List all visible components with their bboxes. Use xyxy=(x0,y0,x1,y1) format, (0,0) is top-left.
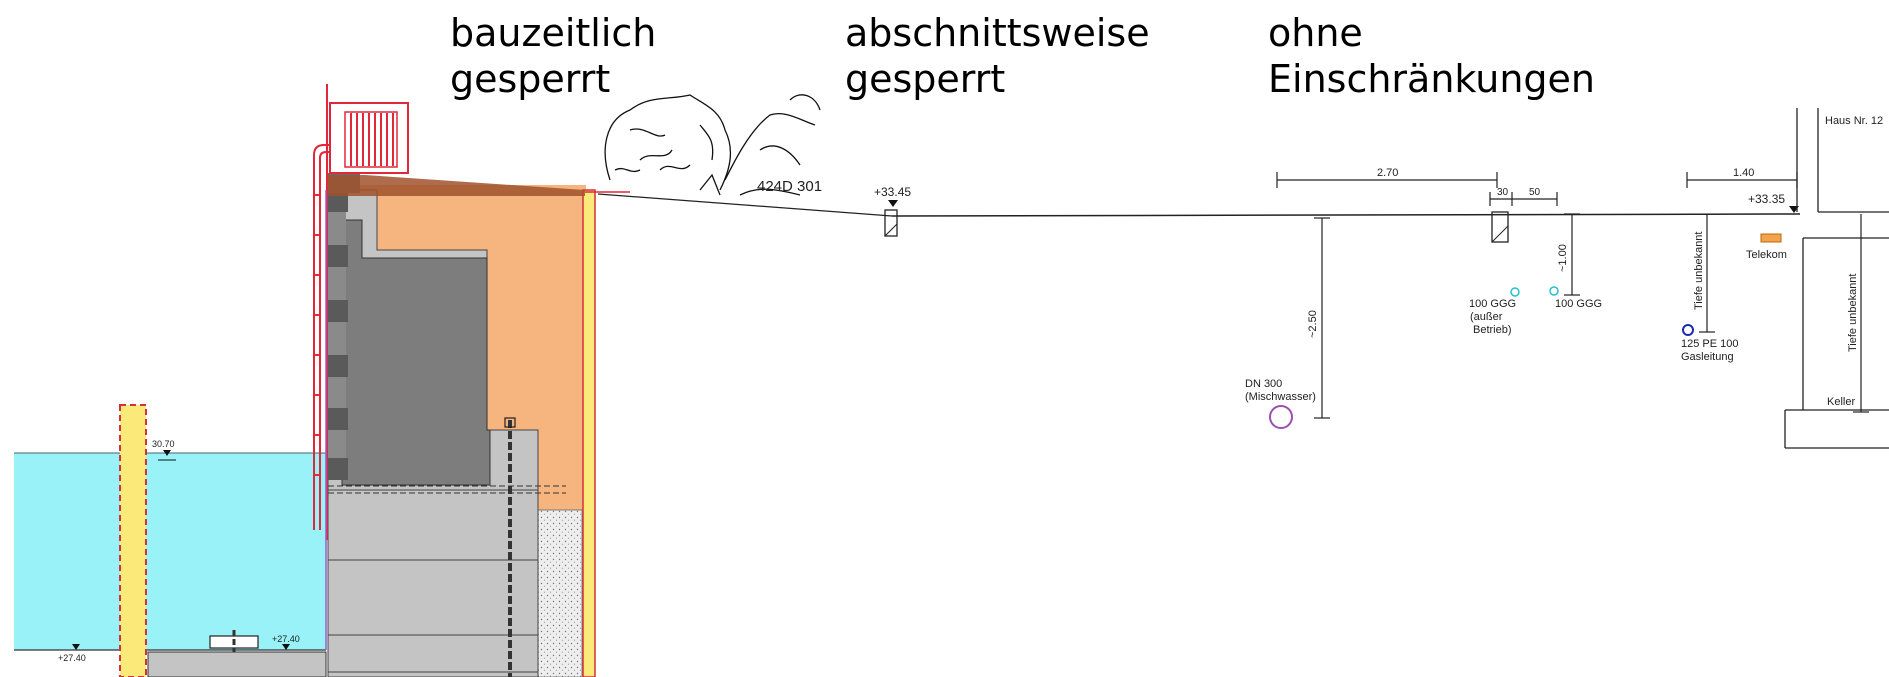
depth-unknown-label: Tiefe unbekannt xyxy=(1847,274,1859,352)
wall-block xyxy=(326,355,348,377)
pipe-ggg-out-label: (außer xyxy=(1470,311,1503,323)
tree-sketch xyxy=(604,94,821,196)
wall-block xyxy=(326,458,348,480)
anchor-head xyxy=(504,417,516,428)
level-marker-bottom-left xyxy=(72,644,80,650)
level-label-road-right: +33.35 xyxy=(1748,192,1785,206)
tree-code-label: 424D 301 xyxy=(757,178,822,195)
zone-label-bauzeitlich-gesperrt: bauzeitlich gesperrt xyxy=(450,10,656,102)
pipe-dn300-label: DN 300 xyxy=(1245,378,1282,390)
railing-frame xyxy=(329,102,409,174)
dimension-label-30: 30 xyxy=(1497,187,1509,198)
dimension-lines xyxy=(1276,172,1869,419)
wall-block xyxy=(326,245,348,267)
level-marker-bottom-mid xyxy=(282,644,290,650)
wall-gray-lower xyxy=(327,489,539,677)
zone-label-abschnittsweise-gesperrt: abschnittsweise gesperrt xyxy=(845,10,1150,102)
water-body xyxy=(14,453,326,650)
cellar-label: Keller xyxy=(1827,396,1855,408)
road-surface-line xyxy=(891,213,1801,217)
level-label-water: 30.70 xyxy=(152,439,175,449)
ladder-outline xyxy=(319,151,330,530)
ladder-rungs xyxy=(313,194,321,476)
pipe-gas-pe100 xyxy=(1682,324,1694,336)
house-outline xyxy=(1784,108,1889,449)
zone-label-line: abschnittsweise xyxy=(845,11,1150,55)
wall-gray-dark xyxy=(341,219,491,486)
zone-label-line: gesperrt xyxy=(845,57,1006,101)
curb-left xyxy=(884,209,898,237)
dotted-fill-column xyxy=(537,509,583,677)
zone-label-line: bauzeitlich xyxy=(450,11,657,55)
zone-label-line: ohne xyxy=(1268,11,1363,55)
lower-gray-foundation xyxy=(147,651,327,677)
railing-frame-inner xyxy=(344,111,398,168)
ground-line xyxy=(597,193,893,217)
house-label: Haus Nr. 12 xyxy=(1825,115,1883,127)
dimension-label-2-50: ~2.50 xyxy=(1307,310,1319,338)
level-label-road-left: +33.45 xyxy=(874,185,911,199)
pipe-dn300 xyxy=(1269,405,1293,429)
telekom-label: Telekom xyxy=(1746,249,1787,261)
railing-bars xyxy=(350,113,394,166)
level-marker-water xyxy=(163,450,171,456)
dimension-label-1-40: 1.40 xyxy=(1733,167,1754,179)
dimension-label-50: 50 xyxy=(1529,187,1541,198)
pipe-gas-label: 125 PE 100 xyxy=(1681,338,1739,350)
zone-label-ohne-einschraenkungen: ohne Einschränkungen xyxy=(1268,10,1595,102)
dimension-label-2-70: 2.70 xyxy=(1377,167,1398,179)
depth-unknown-label: Tiefe unbekannt xyxy=(1693,232,1705,310)
zone-label-line: gesperrt xyxy=(450,57,611,101)
ladder-outline xyxy=(313,144,330,530)
pipe-dn300-label: (Mischwasser) xyxy=(1245,391,1316,403)
pipe-ggg-out-of-service xyxy=(1510,287,1520,297)
wall-block xyxy=(326,300,348,322)
zone-label-line: Einschränkungen xyxy=(1268,57,1596,101)
pipe-ggg xyxy=(1549,286,1559,296)
yellow-wall-right xyxy=(582,189,596,677)
pipe-ggg-label: 100 GGG xyxy=(1555,298,1602,310)
curb-right-hatch xyxy=(1491,225,1509,243)
pipe-ggg-out-label: 100 GGG xyxy=(1469,298,1516,310)
level-label-bottom-mid: +27.40 xyxy=(272,634,300,644)
curb-right xyxy=(1491,211,1509,243)
level-marker-road-left xyxy=(888,200,898,207)
level-label-bottom-left: +27.40 xyxy=(58,653,86,663)
wall-face xyxy=(326,178,346,478)
wall-block xyxy=(326,408,348,430)
dimension-label-1-00: ~1.00 xyxy=(1557,244,1569,272)
wall-top-outline xyxy=(327,175,585,196)
telekom-duct xyxy=(1760,233,1782,243)
pipe-gas-label: Gasleitung xyxy=(1681,351,1734,363)
pipe-ggg-out-label: Betrieb) xyxy=(1473,324,1512,336)
sheet-pile-left xyxy=(119,404,147,677)
curb-left-hatch xyxy=(884,223,898,237)
